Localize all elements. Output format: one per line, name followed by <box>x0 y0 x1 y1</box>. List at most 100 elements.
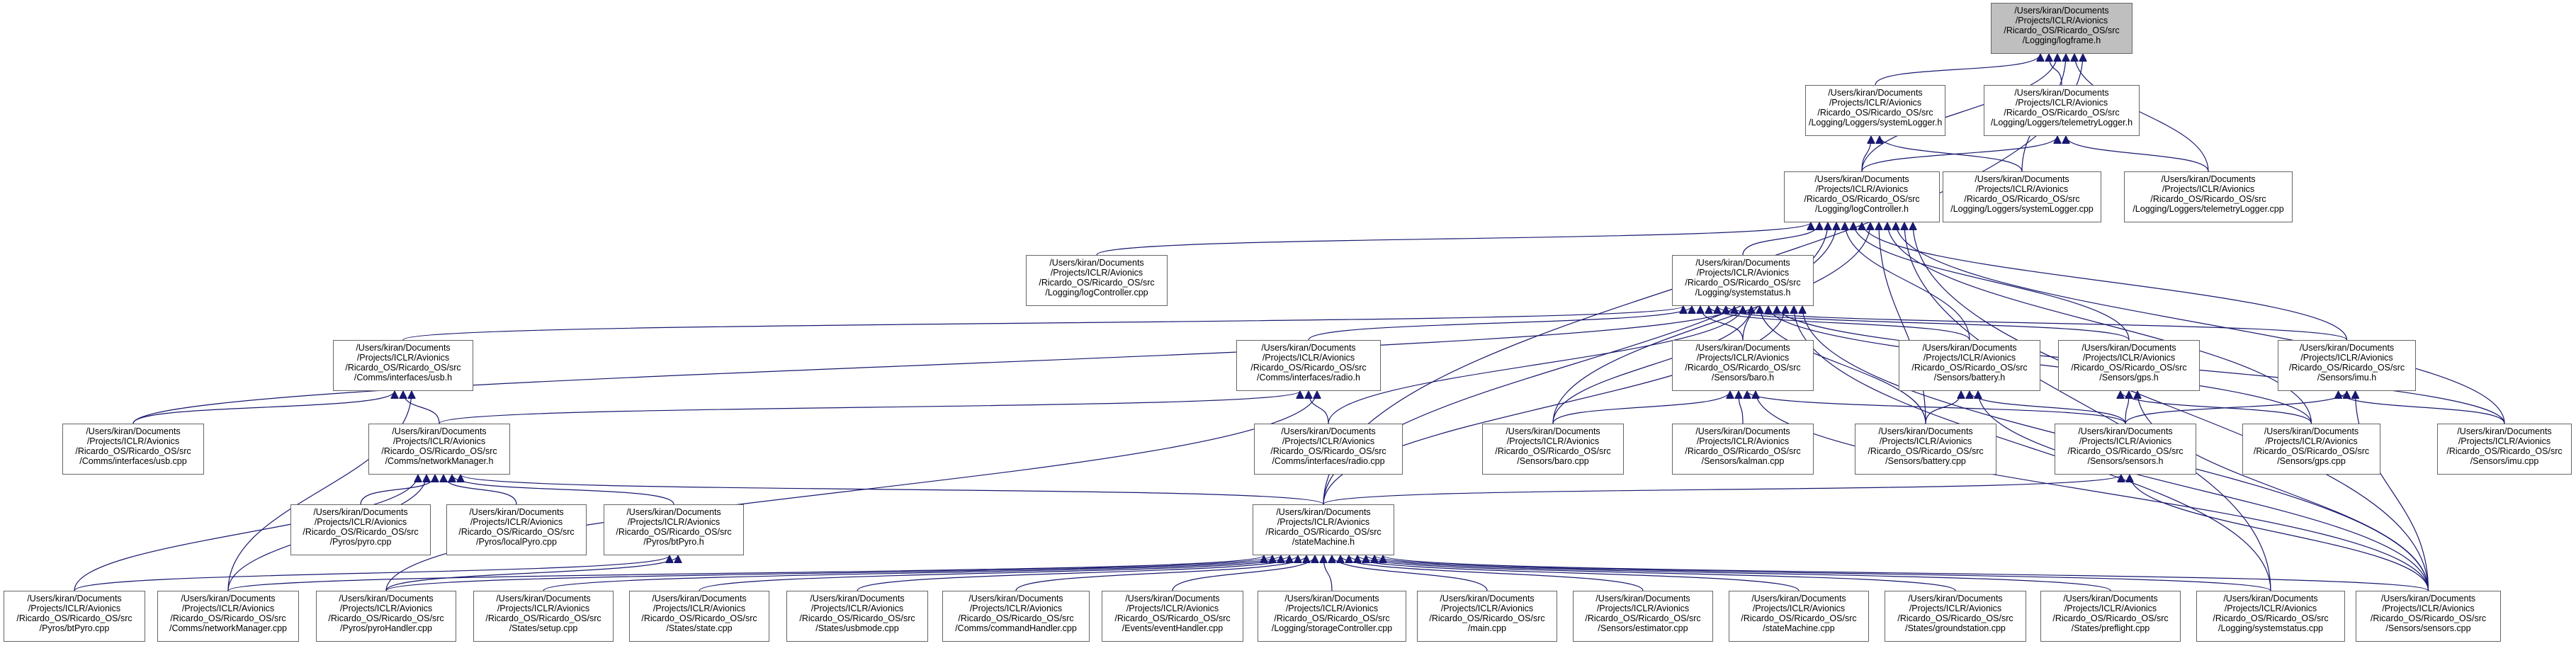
node-kalman-cpp[interactable]: /Users/kiran/Documents/Projects/ICLR/Avi… <box>1672 424 1814 475</box>
edge-logcontroller-cpp-to-logcontroller-h <box>1096 222 1811 256</box>
node-label-line: /Projects/ICLR/Avionics <box>356 353 450 363</box>
edge-radio-cpp-to-radio-h <box>1309 391 1329 424</box>
edge-gps-cpp-to-gps-h <box>2120 390 2312 424</box>
edge-sensors-cpp-to-sensors-h <box>2130 475 2429 591</box>
node-usbmode-cpp[interactable]: /Users/kiran/Documents/Projects/ICLR/Avi… <box>786 591 928 642</box>
node-systemlogger-cpp[interactable]: /Users/kiran/Documents/Projects/ICLR/Avi… <box>1943 171 2101 222</box>
node-setup-cpp[interactable]: /Users/kiran/Documents/Projects/ICLR/Avi… <box>473 591 614 642</box>
node-radio-cpp[interactable]: /Users/kiran/Documents/Projects/ICLR/Avi… <box>1254 424 1403 475</box>
node-label-line: /Users/kiran/Documents <box>2014 88 2109 98</box>
edge-battery-cpp-to-systemstatus-h <box>1760 306 1926 424</box>
edge-gps-h-to-logcontroller-h <box>1853 222 2130 341</box>
node-label-line: /States/preflight.cpp <box>2071 623 2150 633</box>
node-label-line: /Ricardo_OS/Ricardo_OS/src <box>16 613 132 623</box>
node-usb-cpp[interactable]: /Users/kiran/Documents/Projects/ICLR/Avi… <box>62 424 204 475</box>
node-main-cpp[interactable]: /Users/kiran/Documents/Projects/ICLR/Avi… <box>1417 591 1557 642</box>
node-usb-h[interactable]: /Users/kiran/Documents/Projects/ICLR/Avi… <box>333 340 473 391</box>
node-label-line: /Ricardo_OS/Ricardo_OS/src <box>345 363 461 373</box>
node-statemachine-h[interactable]: /Users/kiran/Documents/Projects/ICLR/Avi… <box>1253 504 1394 555</box>
node-statemachine-cpp[interactable]: /Users/kiran/Documents/Projects/ICLR/Avi… <box>1729 591 1869 642</box>
node-label-line: /Users/kiran/Documents <box>810 594 905 604</box>
edge-networkmanager-cpp-to-statemachine-h <box>227 555 1264 591</box>
node-label-line: /Projects/ICLR/Avionics <box>28 604 121 613</box>
node-radio-h[interactable]: /Users/kiran/Documents/Projects/ICLR/Avi… <box>1236 340 1381 391</box>
node-label-line: /Logging/Loggers/systemLogger.cpp <box>1950 204 2094 214</box>
node-pyrohandler-cpp[interactable]: /Users/kiran/Documents/Projects/ICLR/Avi… <box>316 591 456 642</box>
edge-sensors-cpp-to-battery-h <box>1978 391 2429 591</box>
node-systemstatus-h[interactable]: /Users/kiran/Documents/Projects/ICLR/Avi… <box>1672 255 1814 306</box>
node-label-line: /Users/kiran/Documents <box>2457 426 2552 436</box>
node-label-line: /Projects/ICLR/Avionics <box>1277 517 1370 527</box>
node-label-line: /Users/kiran/Documents <box>2081 343 2176 353</box>
node-label-line: /Users/kiran/Documents <box>1878 426 1973 436</box>
node-systemlogger-h[interactable]: /Users/kiran/Documents/Projects/ICLR/Avi… <box>1805 85 1945 136</box>
node-label-line: /Sensors/baro.h <box>1711 373 1775 382</box>
node-label-line: /Logging/storageController.cpp <box>1271 623 1393 633</box>
node-logcontroller-cpp[interactable]: /Users/kiran/Documents/Projects/ICLR/Avi… <box>1026 255 1168 306</box>
node-label-line: /Users/kiran/Documents <box>1125 594 1220 604</box>
node-btpyro-h[interactable]: /Users/kiran/Documents/Projects/ICLR/Avi… <box>604 504 744 555</box>
node-label-line: /Ricardo_OS/Ricardo_OS/src <box>1817 108 1933 118</box>
node-localpyro-cpp[interactable]: /Users/kiran/Documents/Projects/ICLR/Avi… <box>446 504 587 555</box>
node-imu-cpp[interactable]: /Users/kiran/Documents/Projects/ICLR/Avi… <box>2437 424 2572 475</box>
node-label-line: /Projects/ICLR/Avionics <box>314 517 407 527</box>
node-label-line: /Pyros/localPyro.cpp <box>476 537 557 547</box>
node-label-line: /Ricardo_OS/Ricardo_OS/src <box>2253 446 2370 456</box>
edge-baro-h-to-systemstatus-h <box>1700 305 1744 341</box>
node-label-line: /Projects/ICLR/Avionics <box>2265 436 2358 446</box>
node-label-line: /Ricardo_OS/Ricardo_OS/src <box>485 613 601 623</box>
node-pyro-cpp[interactable]: /Users/kiran/Documents/Projects/ICLR/Avi… <box>290 504 431 555</box>
node-battery-cpp[interactable]: /Users/kiran/Documents/Projects/ICLR/Avi… <box>1855 424 1996 475</box>
node-imu-h[interactable]: /Users/kiran/Documents/Projects/ICLR/Avi… <box>2278 340 2416 391</box>
node-label-line: /Projects/ICLR/Avionics <box>2300 353 2393 363</box>
node-baro-h[interactable]: /Users/kiran/Documents/Projects/ICLR/Avi… <box>1672 340 1814 391</box>
node-label-line: /Ricardo_OS/Ricardo_OS/src <box>1274 613 1390 623</box>
edge-sensors-h-to-battery-h <box>1970 390 2126 424</box>
node-label-line: /Users/kiran/Documents <box>2078 426 2173 436</box>
node-label-line: /Projects/ICLR/Avionics <box>1126 604 1219 613</box>
node-telemetrylogger-h[interactable]: /Users/kiran/Documents/Projects/ICLR/Avi… <box>1984 85 2140 136</box>
node-label-line: /Ricardo_OS/Ricardo_OS/src <box>2288 363 2405 373</box>
node-sensors-h[interactable]: /Users/kiran/Documents/Projects/ICLR/Avi… <box>2055 424 2196 475</box>
node-state-cpp[interactable]: /Users/kiran/Documents/Projects/ICLR/Avi… <box>629 591 769 642</box>
edge-sensors-cpp-to-gps-h <box>2137 391 2429 591</box>
node-label-line: /Ricardo_OS/Ricardo_OS/src <box>958 613 1074 623</box>
node-battery-h[interactable]: /Users/kiran/Documents/Projects/ICLR/Avi… <box>1899 340 2040 391</box>
node-label-line: /Ricardo_OS/Ricardo_OS/src <box>1868 446 1984 456</box>
node-estimator-cpp[interactable]: /Users/kiran/Documents/Projects/ICLR/Avi… <box>1573 591 1713 642</box>
node-storagecontroller-cpp[interactable]: /Users/kiran/Documents/Projects/ICLR/Avi… <box>1258 591 1406 642</box>
node-label-line: /Events/eventHandler.cpp <box>1122 623 1224 633</box>
node-btpyro-cpp[interactable]: /Users/kiran/Documents/Projects/ICLR/Avi… <box>4 591 145 642</box>
edge-preflight-cpp-to-statemachine-h <box>1366 555 2111 591</box>
edge-storagecontroller-cpp-to-statemachine-h <box>1323 555 1333 591</box>
node-groundstation-cpp[interactable]: /Users/kiran/Documents/Projects/ICLR/Avi… <box>1885 591 2026 642</box>
node-systemstatus-cpp[interactable]: /Users/kiran/Documents/Projects/ICLR/Avi… <box>2196 591 2345 642</box>
node-label-line: /Pyros/btPyro.h <box>643 537 704 547</box>
node-commandhandler-cpp[interactable]: /Users/kiran/Documents/Projects/ICLR/Avi… <box>942 591 1090 642</box>
node-gps-h[interactable]: /Users/kiran/Documents/Projects/ICLR/Avi… <box>2058 340 2200 391</box>
edge-battery-cpp-to-battery-h <box>1925 391 1961 424</box>
node-eventhandler-cpp[interactable]: /Users/kiran/Documents/Projects/ICLR/Avi… <box>1102 591 1243 642</box>
node-label-line: /Ricardo_OS/Ricardo_OS/src <box>1585 613 1701 623</box>
node-baro-cpp[interactable]: /Users/kiran/Documents/Projects/ICLR/Avi… <box>1482 424 1624 475</box>
node-label-line: /Ricardo_OS/Ricardo_OS/src <box>75 446 191 456</box>
node-networkmanager-h[interactable]: /Users/kiran/Documents/Projects/ICLR/Avi… <box>368 424 510 475</box>
node-label-line: /Projects/ICLR/Avionics <box>2458 436 2551 446</box>
node-logcontroller-h[interactable]: /Users/kiran/Documents/Projects/ICLR/Avi… <box>1784 171 1940 222</box>
edge-statemachine-h-to-sensors-h <box>1323 474 2121 505</box>
edge-battery-cpp-to-logcontroller-h <box>1879 222 1926 424</box>
node-gps-cpp[interactable]: /Users/kiran/Documents/Projects/ICLR/Avi… <box>2242 424 2380 475</box>
node-sensors-cpp[interactable]: /Users/kiran/Documents/Projects/ICLR/Avi… <box>2356 591 2501 642</box>
node-telemetrylogger-cpp[interactable]: /Users/kiran/Documents/Projects/ICLR/Avi… <box>2124 171 2293 222</box>
node-label-line: /Users/kiran/Documents <box>2223 594 2318 604</box>
edge-telemetrylogger-h-to-logframe-h <box>2049 54 2062 86</box>
node-label-line: /Users/kiran/Documents <box>469 507 564 517</box>
node-preflight-cpp[interactable]: /Users/kiran/Documents/Projects/ICLR/Avi… <box>2040 591 2181 642</box>
edge-statemachine-h-to-networkmanager-h <box>461 474 1324 505</box>
node-networkmanager-cpp[interactable]: /Users/kiran/Documents/Projects/ICLR/Avi… <box>157 591 299 642</box>
node-logframe-h[interactable]: /Users/kiran/Documents/Projects/ICLR/Avi… <box>1991 3 2132 54</box>
node-label-line: /Comms/commandHandler.cpp <box>955 623 1077 633</box>
node-label-line: /Ricardo_OS/Ricardo_OS/src <box>2067 446 2184 456</box>
node-label-line: /Projects/ICLR/Avionics <box>1285 604 1379 613</box>
edge-localpyro-cpp-to-networkmanager-h <box>444 474 517 505</box>
